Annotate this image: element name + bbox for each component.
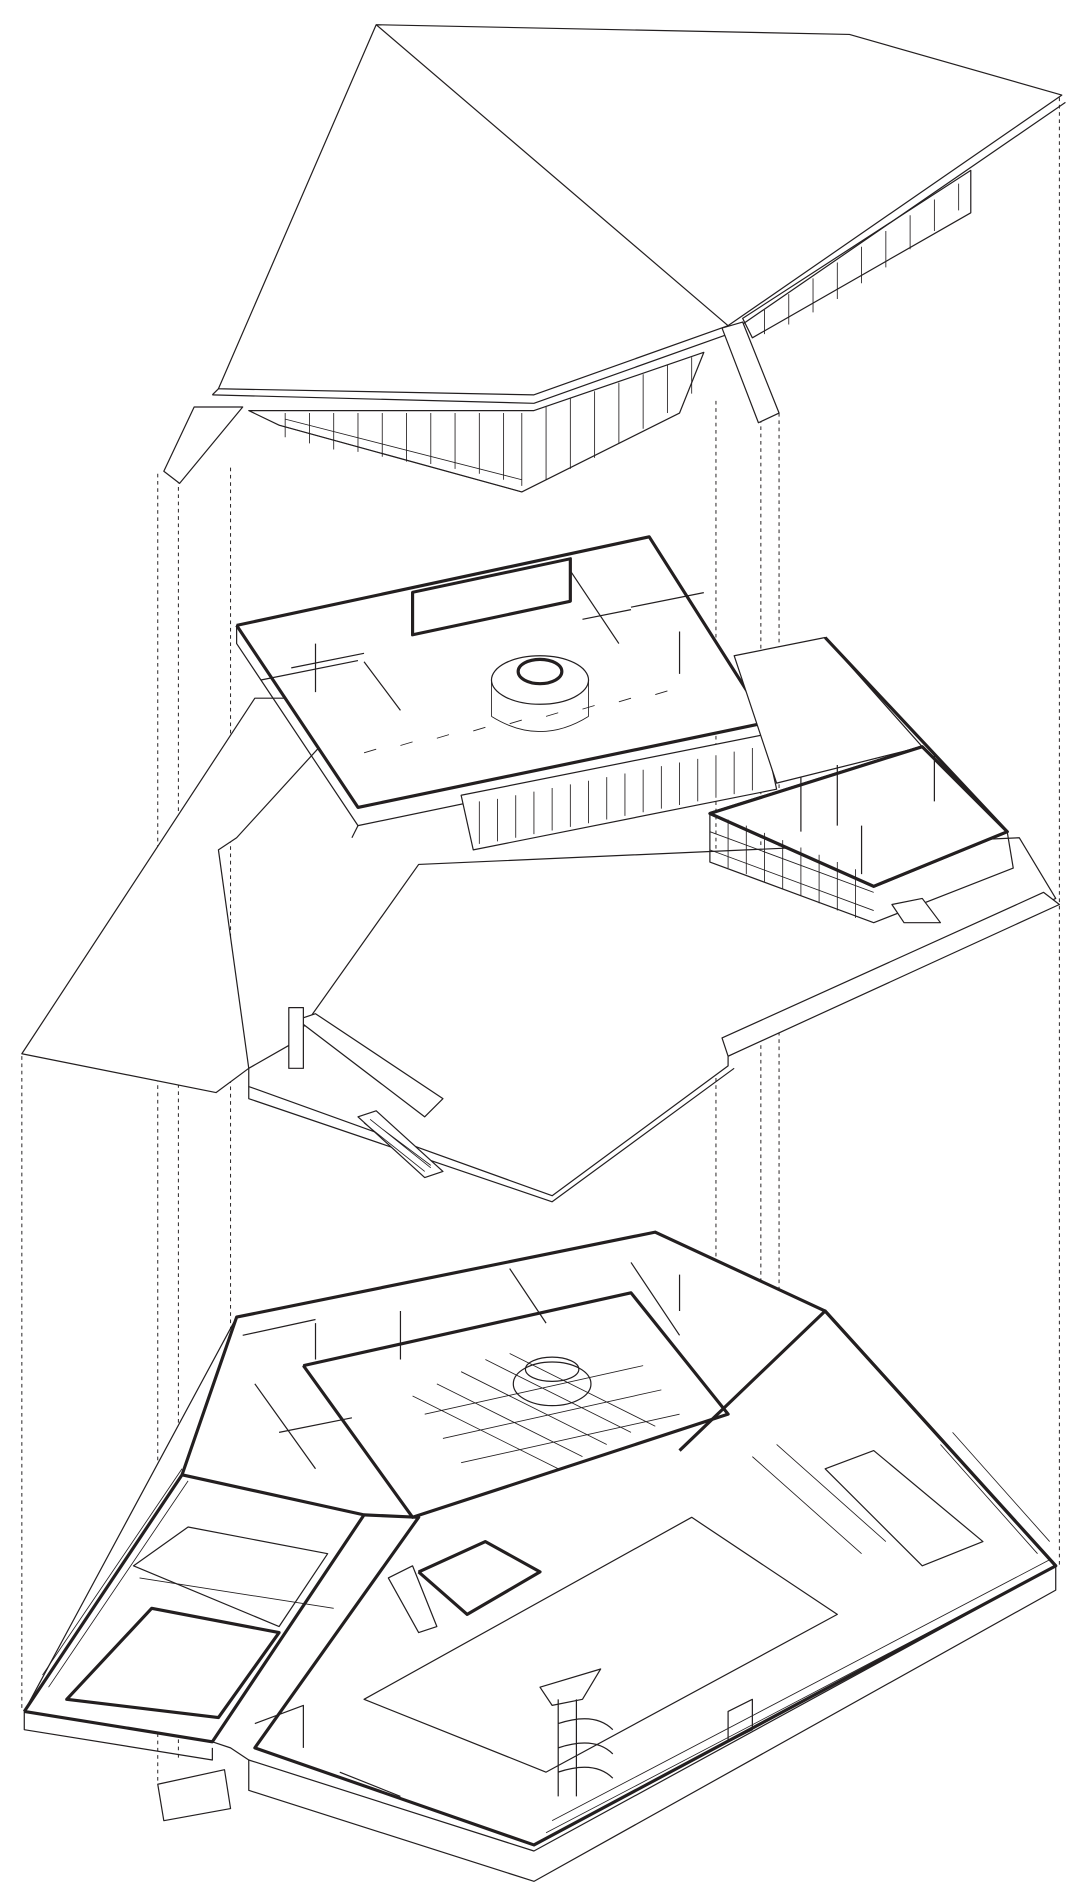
roof-truss-left [248, 351, 705, 493]
spiral-stair [539, 1668, 614, 1797]
roof [163, 24, 1066, 493]
upper-floor [235, 535, 1014, 924]
ground-slab [21, 697, 1060, 1203]
stair-ramp [288, 1007, 444, 1179]
lower-floor [22, 1230, 1058, 1882]
roof-truss-right [742, 169, 972, 339]
